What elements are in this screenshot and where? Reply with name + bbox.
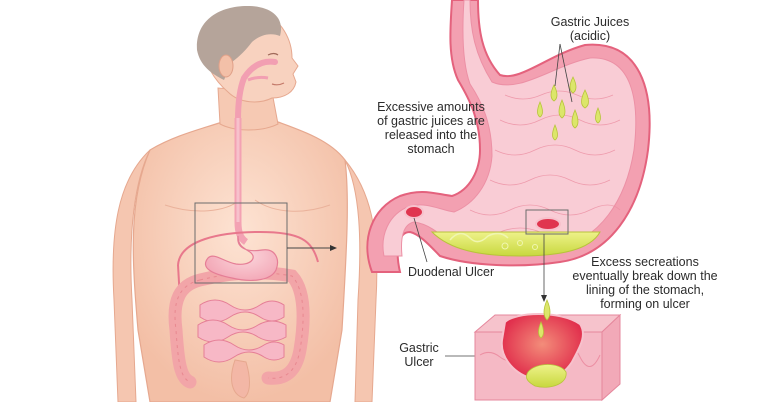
label-line: Excess secreations	[591, 255, 699, 269]
label-line: stomach	[407, 142, 455, 156]
label-line: released into the	[384, 128, 478, 142]
acid-droplets	[537, 76, 601, 141]
label-line: of gastric juices are	[377, 114, 485, 128]
excess-secretions-label: Excess secreations eventually break down…	[545, 255, 745, 311]
label-line: eventually break down the	[572, 269, 718, 283]
label-line: Ulcer	[404, 355, 434, 369]
label-line: forming on ulcer	[600, 297, 690, 311]
human-figure	[112, 5, 378, 403]
zoom-region-box	[194, 202, 288, 284]
gastric-ulcer-label: Gastric Ulcer	[392, 341, 446, 369]
excessive-juices-label: Excessive amounts of gastric juices are …	[366, 100, 496, 156]
label-line: Excessive amounts	[377, 100, 485, 114]
ulcer-zoom-box	[525, 209, 569, 235]
label-line: lining of the stomach,	[585, 283, 705, 297]
label-line: (acidic)	[569, 29, 611, 43]
label-line: Gastric	[399, 341, 439, 355]
tissue-block	[473, 298, 622, 402]
label-line: Gastric Juices	[550, 15, 630, 29]
gastric-juices-label: Gastric Juices (acidic)	[530, 15, 650, 43]
duodenal-ulcer-label: Duodenal Ulcer	[408, 265, 495, 279]
stomach-cross-section	[366, 0, 651, 357]
